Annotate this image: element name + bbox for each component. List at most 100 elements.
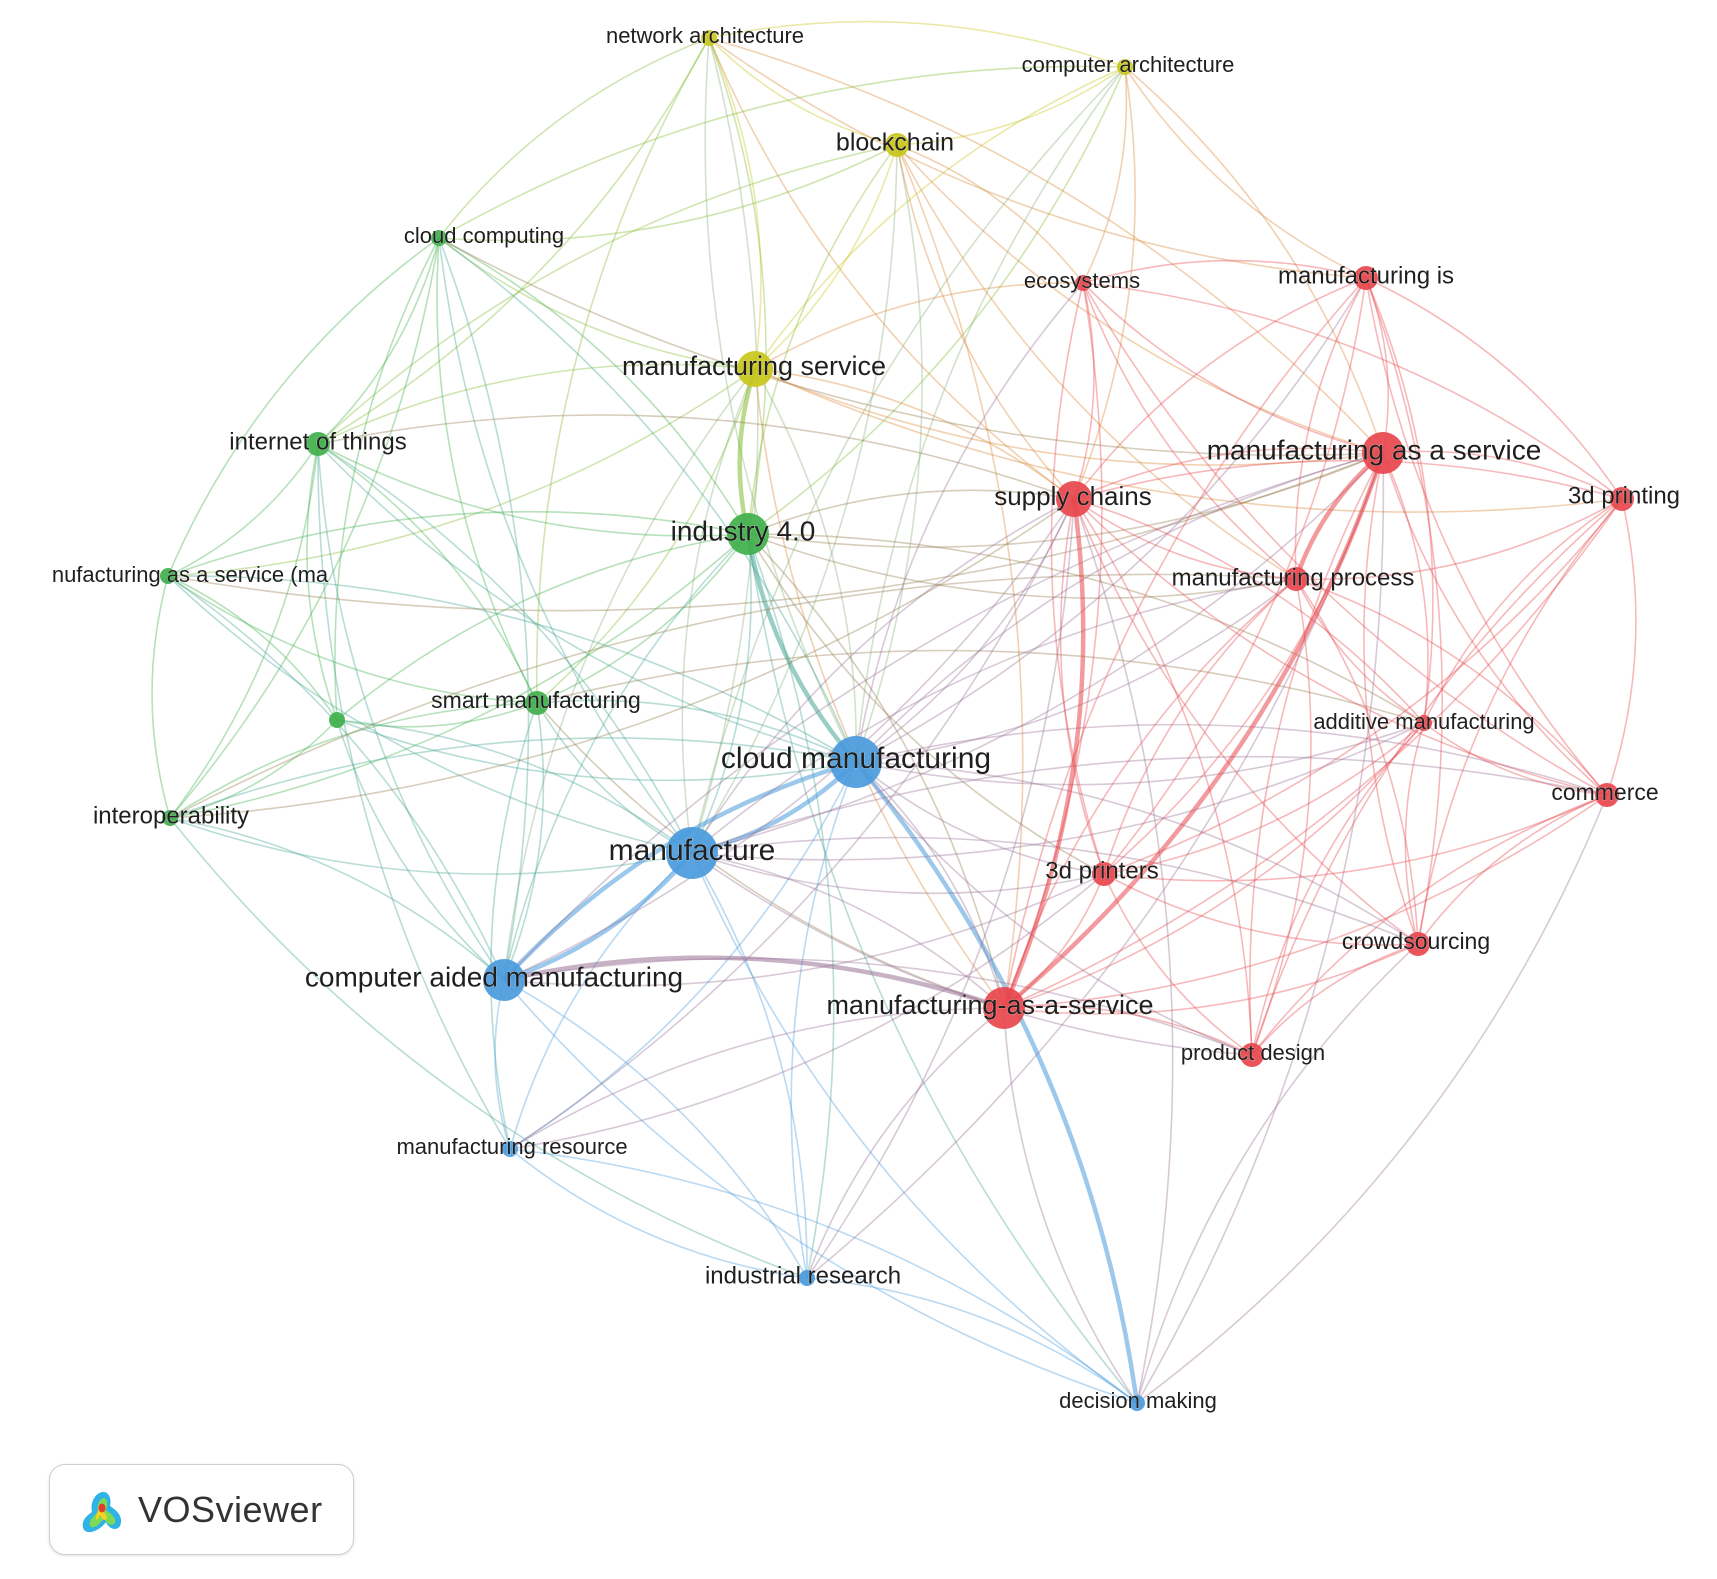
node-label-cloud-manufacturing[interactable]: cloud manufacturing — [720, 741, 991, 775]
node-unlabeled-green[interactable] — [329, 712, 345, 728]
link-network_architecture-manufacturing_as_a_service — [708, 37, 1384, 454]
node-label-manufacturing-as-a-service[interactable]: manufacturing as a service — [1206, 434, 1542, 466]
link-industry40-manufacturing_as_a_service — [747, 452, 1384, 548]
node-computer-aided-manufacturing[interactable] — [483, 959, 525, 1001]
node-product-design[interactable] — [1240, 1043, 1264, 1067]
node-computer-architecture[interactable] — [1117, 59, 1133, 75]
node-label-printing-3d[interactable]: 3d printing — [1567, 482, 1680, 510]
node-label-industrial-research[interactable]: industrial research — [704, 1262, 901, 1290]
node-smart-manufacturing[interactable] — [525, 691, 549, 715]
node-ecosystems[interactable] — [1075, 275, 1091, 291]
link-manufacturing_service-manufacture — [681, 368, 756, 854]
node-label-manufacturing-resource[interactable]: manufacturing resource — [396, 1133, 628, 1159]
node-maas-hyphen[interactable] — [983, 987, 1025, 1029]
node-crowdsourcing[interactable] — [1406, 932, 1430, 956]
node-label-maas-hyphen[interactable]: manufacturing-as-a-service — [826, 990, 1154, 1021]
link-decision_making-manufacturing_as_a_service — [1136, 452, 1385, 1404]
link-cloud_computing-industry40 — [438, 237, 749, 535]
link-manufacture-commerce — [691, 755, 1608, 854]
node-printing-3d[interactable] — [1610, 487, 1634, 511]
node-manufacturing-is[interactable] — [1354, 266, 1378, 290]
node-label-computer-architecture[interactable]: computer architecture — [1021, 51, 1235, 77]
node-label-manufacturing-service[interactable]: manufacturing service — [621, 351, 886, 382]
link-supply_chains-commerce — [1073, 498, 1608, 796]
node-label-industry40[interactable]: industry 4.0 — [670, 515, 816, 547]
link-manufacturing_resource-supply_chains — [509, 498, 1075, 1150]
node-cloud-manufacturing[interactable] — [830, 736, 882, 788]
node-industrial-research[interactable] — [799, 1270, 815, 1286]
link-blockchain-internet_of_things — [317, 144, 898, 445]
link-computer_aided_manufacturing-industrial_research — [503, 979, 808, 1279]
node-label-smart-manufacturing[interactable]: smart manufacturing — [431, 687, 642, 714]
link-manufacturing_is-printing_3d — [1365, 277, 1623, 500]
node-label-manufacturing-process[interactable]: manufacturing process — [1171, 564, 1415, 592]
node-internet-of-things[interactable] — [306, 432, 330, 456]
node-network-architecture[interactable] — [701, 30, 717, 46]
link-smart_manufacturing-additive_manufacturing — [536, 649, 1425, 724]
node-interoperability[interactable] — [162, 810, 178, 826]
node-label-decision-making[interactable]: decision making — [1059, 1387, 1218, 1413]
node-label-computer-aided-manufacturing[interactable]: computer aided manufacturing — [304, 961, 683, 993]
link-computer_aided_manufacturing-supply_chains — [503, 498, 1075, 981]
link-internet_of_things-manufacturing_resource — [317, 443, 511, 1150]
link-smart_manufacturing-maas_hyphen — [536, 702, 1005, 1009]
link-cloud_computing-manufacturing_as_a_service — [438, 237, 1384, 457]
link-industry40-supply_chains — [747, 489, 1075, 535]
link-computer_architecture-industry40 — [747, 66, 1126, 535]
link-network_architecture-internet_of_things — [317, 37, 710, 445]
link-printing_3d-crowdsourcing — [1417, 498, 1623, 945]
node-label-product-design[interactable]: product design — [1180, 1039, 1325, 1065]
link-manufacturing_service-cloud_manufacturing — [754, 368, 857, 763]
node-additive-manufacturing[interactable] — [1416, 715, 1432, 731]
link-manufacturing_service-ecosystems — [754, 282, 1084, 370]
node-manufacturing-service[interactable] — [737, 351, 773, 387]
link-cloud_manufacturing-crowdsourcing — [855, 761, 1419, 945]
link-manufacturing_resource-maas_hyphen — [509, 1007, 1005, 1150]
node-label-internet-of-things[interactable]: internet of things — [229, 428, 407, 456]
nodes-layer — [160, 30, 1634, 1411]
link-cloud_manufacturing-manufacturing_is — [855, 277, 1367, 763]
node-label-ecosystems[interactable]: ecosystems — [1023, 267, 1140, 293]
node-label-maas-ma[interactable]: nufacturing as a service (ma — [51, 561, 329, 587]
link-supply_chains-maas_hyphen — [1001, 498, 1086, 1009]
node-commerce[interactable] — [1595, 783, 1619, 807]
node-label-interoperability[interactable]: interoperability — [92, 802, 249, 830]
node-label-cloud-computing[interactable]: cloud computing — [403, 222, 564, 248]
node-printers-3d[interactable] — [1092, 862, 1116, 886]
node-maas-ma[interactable] — [160, 568, 176, 584]
link-computer_architecture-manufacturing_is — [1124, 66, 1367, 279]
link-industry40-computer_aided_manufacturing — [503, 533, 749, 981]
node-decision-making[interactable] — [1129, 1395, 1145, 1411]
node-supply-chains[interactable] — [1056, 481, 1092, 517]
node-manufacture[interactable] — [666, 827, 718, 879]
link-supply_chains-printers_3d — [1059, 498, 1105, 875]
link-cloud_computing-internet_of_things — [317, 237, 440, 445]
node-label-network-architecture[interactable]: network architecture — [605, 22, 804, 48]
link-cloud_manufacturing-manufacturing_resource — [509, 761, 857, 1150]
link-computer_aided_manufacturing-product_design — [503, 957, 1253, 1056]
link-industry40-interoperability — [169, 533, 749, 819]
link-network_architecture-blockchain — [708, 37, 898, 146]
link-internet_of_things-maas_ma — [167, 443, 319, 577]
node-label-crowdsourcing[interactable]: crowdsourcing — [1341, 928, 1490, 955]
link-maas_ma-industry40 — [167, 510, 749, 577]
link-decision_making-crowdsourcing — [1136, 943, 1419, 1404]
node-manufacturing-resource[interactable] — [502, 1141, 518, 1157]
node-industry40[interactable] — [727, 513, 769, 555]
node-manufacturing-as-a-service[interactable] — [1362, 432, 1404, 474]
vosviewer-logo-icon — [82, 1491, 122, 1532]
link-computer_aided_manufacturing-maas_hyphen — [503, 955, 1005, 1011]
node-label-blockchain[interactable]: blockchain — [835, 128, 954, 157]
node-manufacturing-process[interactable] — [1284, 567, 1308, 591]
node-label-supply-chains[interactable]: supply chains — [994, 480, 1153, 511]
node-label-manufacturing-is[interactable]: manufacturing is — [1277, 262, 1454, 290]
node-blockchain[interactable] — [885, 133, 909, 157]
node-label-printers-3d[interactable]: 3d printers — [1045, 857, 1159, 885]
link-manufacturing_service-computer_aided_manufacturing — [503, 368, 756, 981]
node-label-manufacture[interactable]: manufacture — [608, 833, 776, 867]
node-cloud-computing[interactable] — [431, 230, 447, 246]
node-label-commerce[interactable]: commerce — [1551, 779, 1659, 806]
link-manufacturing_service-maas_ma — [167, 368, 756, 577]
link-ecosystems-commerce — [1082, 282, 1608, 796]
node-label-additive-manufacturing[interactable]: additive manufacturing — [1313, 708, 1535, 734]
